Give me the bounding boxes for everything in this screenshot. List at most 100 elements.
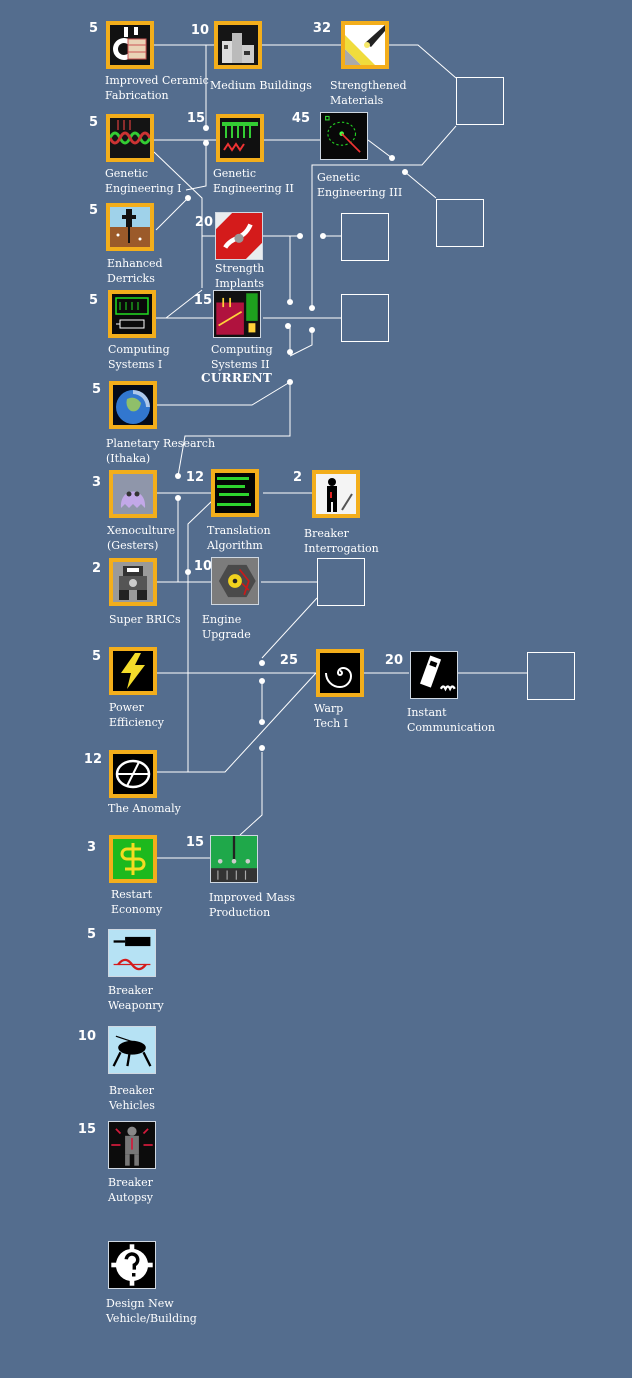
anomaly-icon [113,754,153,794]
autopsy-icon [109,1122,155,1168]
cost-improved-mass-production: 15 [185,835,204,850]
tech-breaker-weaponry[interactable] [108,929,156,977]
lightning-icon [113,651,153,691]
tech-strengthened-materials[interactable] [341,21,389,69]
vehicle-icon [109,1027,155,1073]
tech-translation-algorithm[interactable] [211,469,259,517]
dna-strand-icon [220,118,260,158]
tech-genetic-engineering-1[interactable] [106,114,154,162]
tech-restart-economy[interactable] [109,835,157,883]
label-the-anomaly: The Anomaly [108,802,181,815]
circuit-icon [112,294,152,334]
label-enhanced-derricks: Enhanced Derricks [107,257,163,285]
tech-computing-systems-1[interactable] [108,290,156,338]
robot-icon [113,562,153,602]
cost-breaker-autopsy: 15 [77,1122,96,1137]
tech-medium-buildings[interactable] [214,21,262,69]
implant-icon [216,213,262,259]
cost-enhanced-derricks: 5 [88,203,98,218]
buildings-icon [218,25,258,65]
cost-genetic-engineering-2: 15 [186,111,205,126]
tech-planetary-research[interactable] [109,381,157,429]
cost-computing-systems-1: 5 [88,293,98,308]
prisoner-icon [316,474,356,514]
tech-xenoculture[interactable] [109,470,157,518]
cost-instant-communication: 20 [384,653,403,668]
factory-icon [211,836,257,882]
tech-breaker-interrogation[interactable] [312,470,360,518]
label-genetic-engineering-1: Genetic Engineering I [105,167,182,195]
cost-translation-algorithm: 12 [185,470,204,485]
cost-genetic-engineering-1: 5 [88,115,98,130]
tech-warp-tech-1[interactable] [316,649,364,697]
tech-enhanced-derricks[interactable] [106,203,154,251]
locked-tech-slot[interactable] [341,294,389,342]
cost-restart-economy: 3 [86,840,96,855]
spiral-icon [320,653,360,693]
label-strength-implants: Strength Implants [215,262,265,290]
cost-the-anomaly: 12 [83,752,102,767]
terminal-icon [215,473,255,513]
derrick-icon [110,207,150,247]
label-improved-mass-production: Improved Mass Production [209,891,296,919]
cost-computing-systems-2: 15 [193,293,212,308]
cost-power-efficiency: 5 [91,649,101,664]
label-restart-economy: Restart Economy [111,888,163,916]
label-breaker-weaponry: Breaker Weaponry [108,984,164,1012]
cost-super-brics: 2 [91,561,101,576]
label-breaker-vehicles: Breaker Vehicles [109,1084,155,1112]
design-new-button[interactable] [108,1241,156,1289]
label-genetic-engineering-3: Genetic Engineering III [317,171,403,199]
tech-instant-communication[interactable] [410,651,458,699]
cost-medium-buildings: 10 [190,23,209,38]
engine-icon [212,558,258,604]
label-computing-systems-2: Computing Systems II [211,343,273,371]
tech-computing-systems-2[interactable] [213,290,261,338]
chip-icon [214,291,260,337]
dna-icon [110,118,150,158]
cost-breaker-interrogation: 2 [292,470,302,485]
label-warp-tech-1: Warp Tech I [314,702,349,730]
tech-genetic-engineering-2[interactable] [216,114,264,162]
tech-breaker-vehicles[interactable] [108,1026,156,1074]
label-medium-buildings: Medium Buildings [210,79,312,92]
locked-tech-slot[interactable] [527,652,575,700]
tech-genetic-engineering-3[interactable] [320,112,368,160]
cost-breaker-weaponry: 5 [86,927,96,942]
label-translation-algorithm: Translation Algorithm [207,524,271,552]
cost-strength-implants: 20 [194,215,213,230]
cost-warp-tech-1: 25 [279,653,298,668]
cost-strengthened-materials: 32 [312,21,331,36]
tech-improved-mass-production[interactable] [210,835,258,883]
label-planetary-research: Planetary Research (Ithaka) [106,437,216,465]
shatter-icon [345,25,385,65]
dollar-icon [113,839,153,879]
cost-breaker-vehicles: 10 [77,1029,96,1044]
label-strengthened-materials: Strengthened Materials [330,79,407,107]
tech-power-efficiency[interactable] [109,647,157,695]
locked-tech-slot[interactable] [436,199,484,247]
tech-breaker-autopsy[interactable] [108,1121,156,1169]
locked-tech-slot[interactable] [341,213,389,261]
locked-tech-slot[interactable] [456,77,504,125]
cost-xenoculture: 3 [91,475,101,490]
tech-super-brics[interactable] [109,558,157,606]
tech-engine-upgrade[interactable] [211,557,259,605]
locked-tech-slot[interactable] [317,558,365,606]
phone-icon [411,652,457,698]
tech-improved-ceramic[interactable] [106,21,154,69]
label-improved-ceramic: Improved Ceramic Fabrication [105,74,209,102]
cell-icon [321,113,367,159]
label-breaker-autopsy: Breaker Autopsy [108,1176,153,1204]
weapon-icon [109,930,155,976]
cost-genetic-engineering-3: 45 [291,111,310,126]
tech-strength-implants[interactable] [215,212,263,260]
label-super-brics: Super BRICs [109,613,181,626]
tech-the-anomaly[interactable] [109,750,157,798]
current-research-marker: CURRENT [201,371,273,385]
cost-improved-ceramic: 5 [88,21,98,36]
label-genetic-engineering-2: Genetic Engineering II [213,167,294,195]
question-gear-icon [109,1242,155,1288]
label-power-efficiency: Power Efficiency [109,701,165,729]
